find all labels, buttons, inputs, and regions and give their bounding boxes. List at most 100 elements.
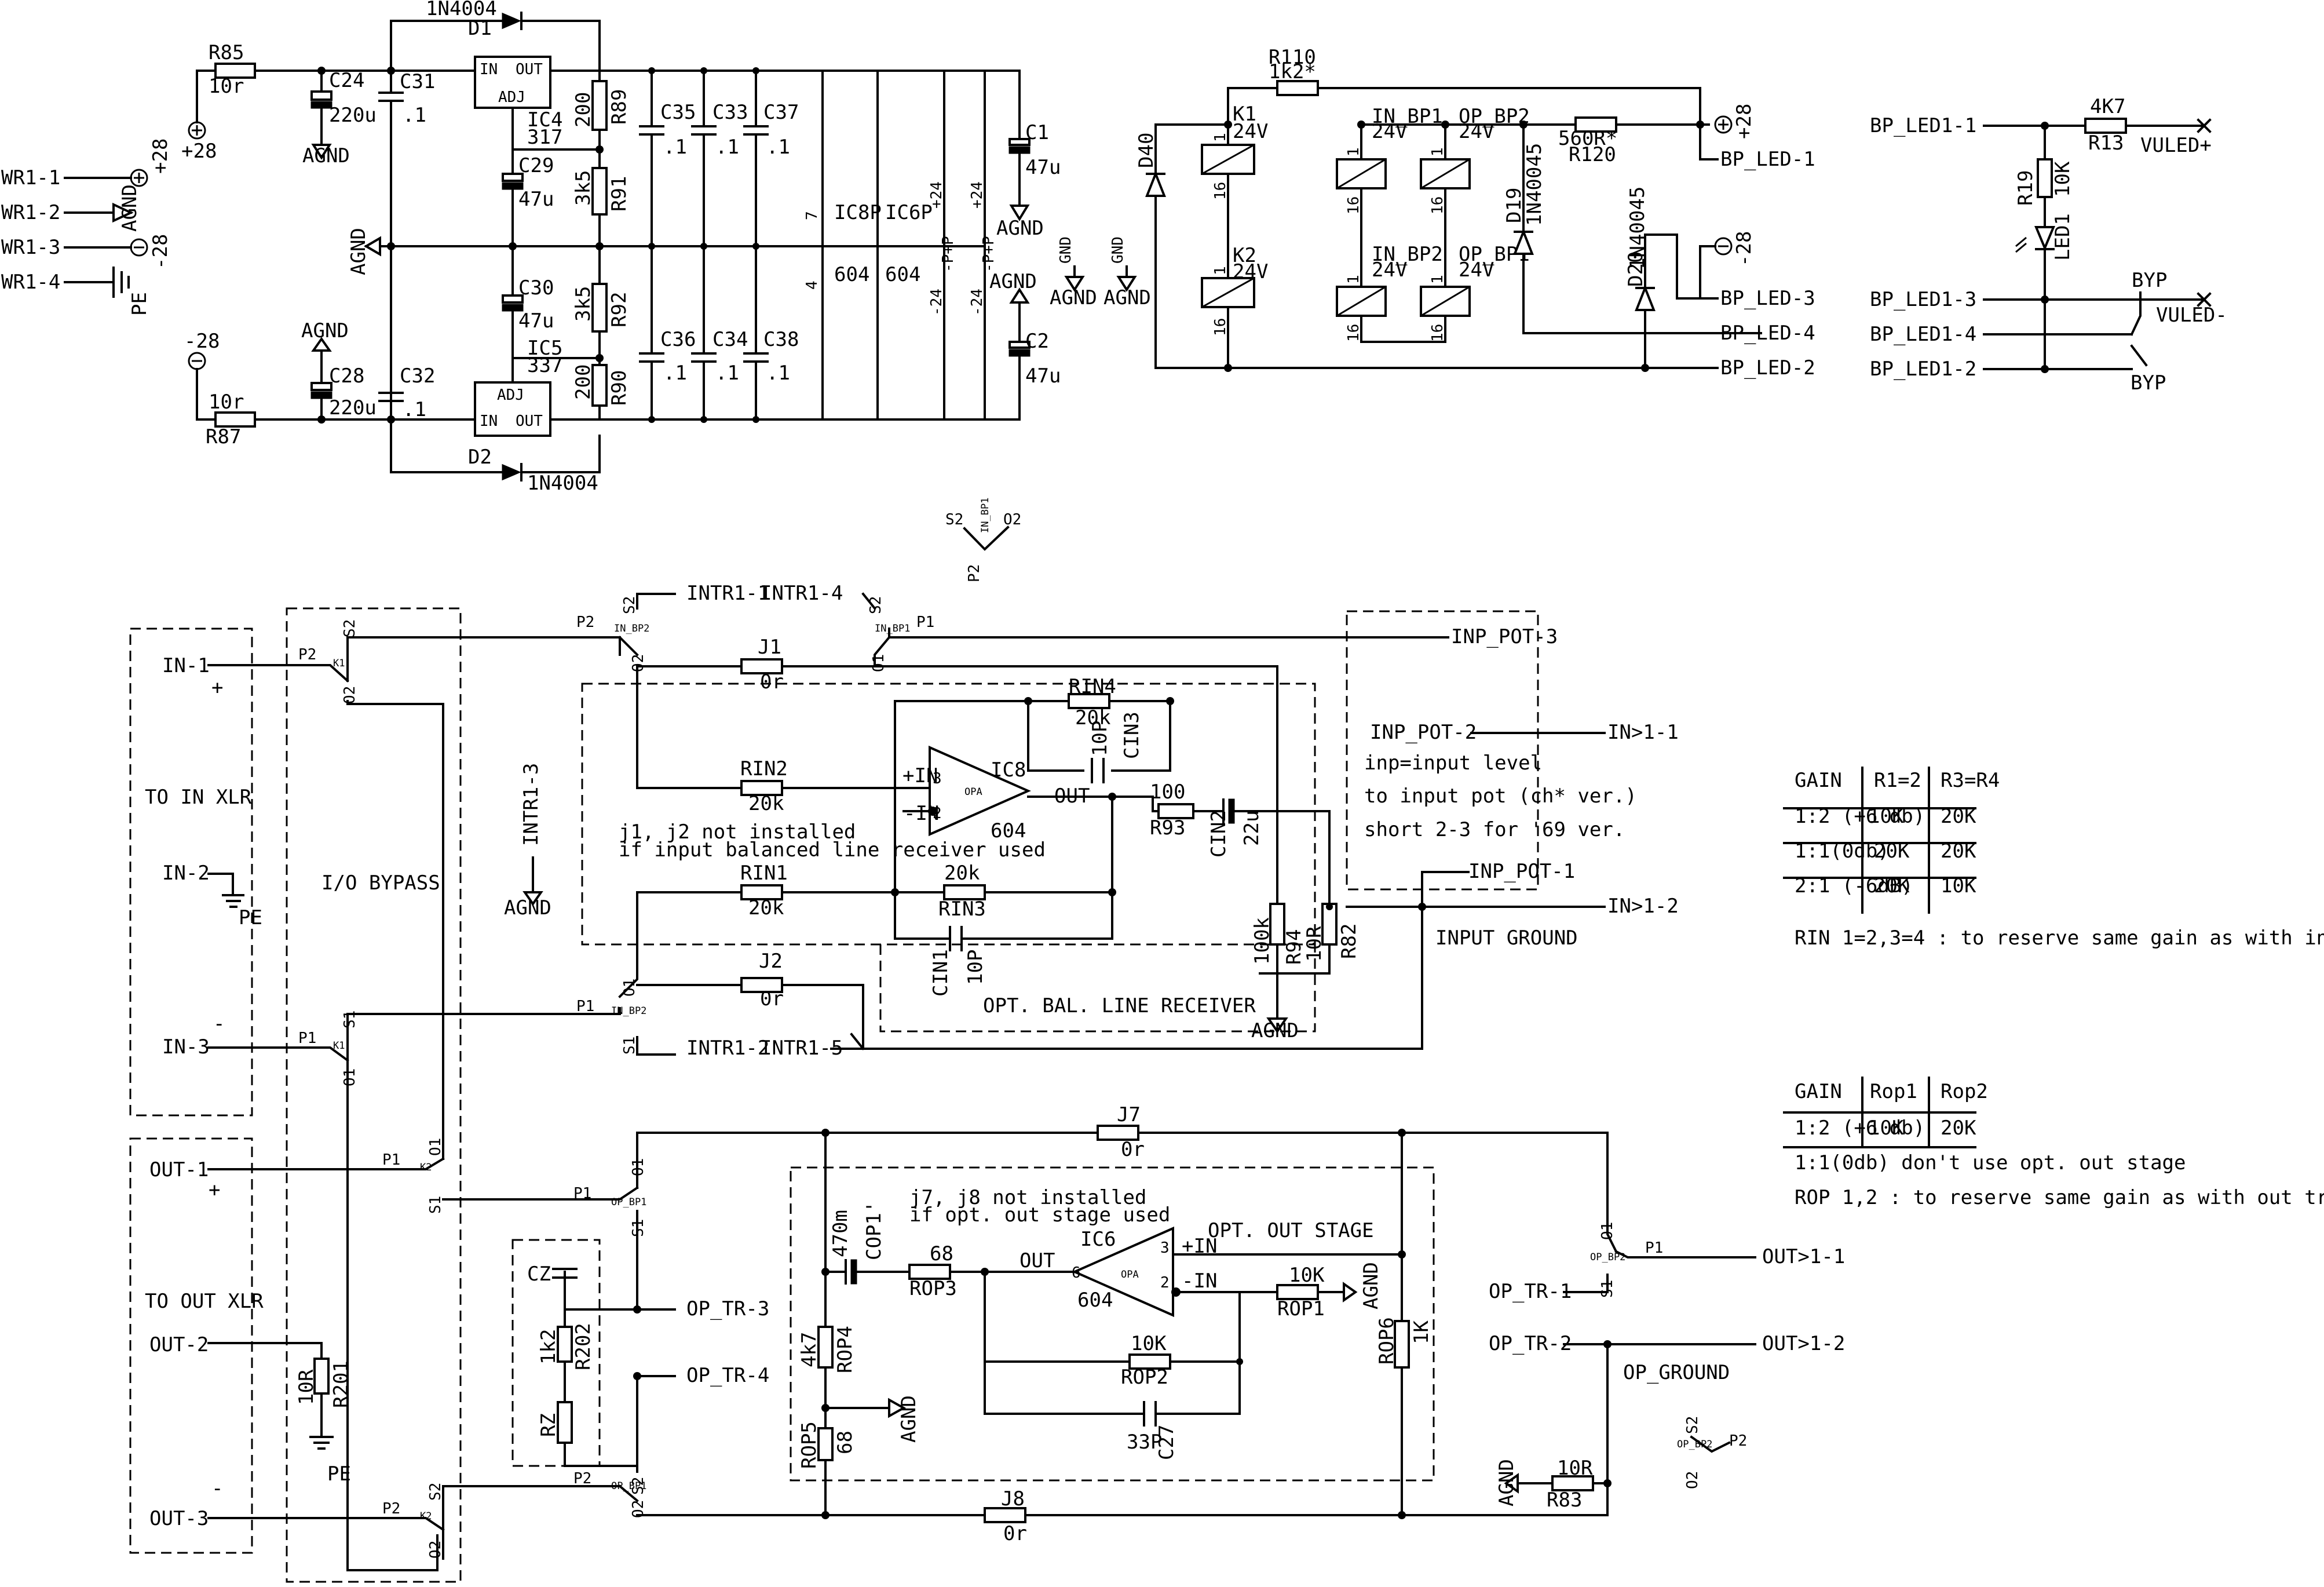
io-section: TO IN XLR TO OUT XLR I/O BYPASS IN-1 IN-… (129, 607, 639, 1583)
svg-text:OPA: OPA (1121, 1269, 1139, 1280)
svg-text:IC6: IC6 (1080, 1228, 1116, 1251)
svg-text:68: 68 (834, 1431, 857, 1454)
svg-text:.1: .1 (715, 136, 739, 159)
svg-text:R93: R93 (1150, 816, 1185, 840)
svg-text:3k5: 3k5 (572, 286, 595, 322)
svg-text:.1: .1 (715, 362, 739, 385)
svg-text:16: 16 (1212, 318, 1229, 336)
svg-text:if input balanced line receive: if input balanced line receiver used (619, 838, 1046, 862)
svg-text:OUT>1-1: OUT>1-1 (1762, 1245, 1845, 1268)
svg-text:S2: S2 (1684, 1416, 1701, 1434)
svg-text:IN_BP2: IN_BP2 (614, 623, 649, 634)
svg-text:ROP6: ROP6 (1375, 1317, 1398, 1365)
svg-text:R202: R202 (572, 1323, 595, 1370)
svg-text:16: 16 (1429, 324, 1446, 342)
svg-text:16: 16 (1345, 324, 1362, 342)
svg-text:O1: O1 (427, 1138, 444, 1156)
svg-text:10R: 10R (295, 1369, 318, 1405)
svg-text:IC8: IC8 (991, 758, 1026, 782)
svg-text:-24: -24 (928, 289, 945, 316)
switch-legend: S2 O2 P2 IN_BP1 (945, 498, 1021, 582)
svg-text:BP_LED-1: BP_LED-1 (1720, 148, 1815, 171)
output-stage: J7 0r P1 OP_BP1 O1 S1 OP_TR-3 OP_TR-4 CZ… (511, 1103, 1845, 1545)
svg-text:1N40045: 1N40045 (1626, 187, 1649, 269)
svg-text:ROP3: ROP3 (909, 1277, 957, 1300)
svg-text:INP_POT-3: INP_POT-3 (1451, 625, 1558, 648)
c24-agnd: AGND (302, 144, 350, 167)
svg-text:C1: C1 (1025, 121, 1049, 144)
bypass-caps: C35 .1 C33 .1 C37 .1 C36 .1 C34 .1 C38 .… (639, 67, 799, 423)
svg-text:GAIN: GAIN (1795, 769, 1842, 792)
svg-text:S2: S2 (945, 511, 963, 528)
svg-text:47u: 47u (1025, 364, 1061, 388)
power-supply-section: WR1-1 WR1-2 WR1-3 WR1-4 +28 AGND -28 PE … (1, 0, 1151, 495)
svg-text:10K: 10K (2051, 161, 2074, 197)
svg-text:ADJ: ADJ (497, 386, 524, 404)
svg-text:ADJ: ADJ (498, 89, 525, 106)
svg-text:K2: K2 (420, 1162, 432, 1173)
svg-text:OUT: OUT (516, 413, 543, 430)
svg-text:OUT: OUT (516, 61, 543, 78)
svg-text:20k: 20k (748, 896, 784, 920)
svg-text:C2: C2 (1025, 330, 1049, 353)
svg-text:S2: S2 (341, 619, 359, 637)
svg-text:J7: J7 (1117, 1103, 1141, 1126)
svg-text:RIN4: RIN4 (1069, 675, 1116, 698)
svg-text:0r: 0r (760, 987, 784, 1010)
svg-text:470m: 470m (829, 1210, 852, 1257)
svg-text:IN-1: IN-1 (162, 654, 210, 677)
wr1-4-label: WR1-4 (1, 271, 60, 294)
svg-text:604: 604 (1077, 1289, 1113, 1312)
wr1-connectors: WR1-1 WR1-2 WR1-3 WR1-4 +28 AGND -28 PE (1, 138, 172, 316)
svg-text:OP_BP1: OP_BP1 (611, 1480, 646, 1492)
svg-text:C38: C38 (763, 328, 799, 351)
svg-text:CZ: CZ (527, 1263, 551, 1286)
svg-text:INTR1-2: INTR1-2 (686, 1037, 769, 1060)
svg-text:C35: C35 (660, 101, 696, 124)
svg-text:3: 3 (933, 770, 942, 787)
svg-text:4: 4 (803, 280, 821, 290)
led-section: BP_LED1-1 BP_LED1-3 BP_LED1-4 BP_LED1-2 … (1870, 95, 2227, 395)
svg-text:2:1 (-6dB): 2:1 (-6dB) (1795, 874, 1913, 898)
svg-text:24V: 24V (1372, 258, 1407, 282)
svg-text:24V: 24V (1233, 260, 1268, 283)
svg-text:PE: PE (239, 906, 262, 929)
svg-text:CIN3: CIN3 (1120, 712, 1143, 759)
svg-text:OP_BP2: OP_BP2 (1677, 1439, 1712, 1450)
svg-text:P2: P2 (382, 1500, 400, 1517)
svg-text:100: 100 (1150, 780, 1185, 804)
svg-text:CIN1: CIN1 (929, 949, 952, 997)
svg-text:BP_LED1-4: BP_LED1-4 (1870, 323, 1976, 346)
svg-text:AGND: AGND (989, 270, 1037, 293)
svg-text:16: 16 (1345, 196, 1362, 214)
svg-text:0r: 0r (1003, 1522, 1027, 1545)
svg-text:R89: R89 (608, 89, 631, 125)
r85-value: 10r (209, 75, 244, 98)
svg-text:560R*: 560R* (1558, 127, 1617, 150)
svg-text:604: 604 (885, 263, 920, 286)
svg-text:10K: 10K (1131, 1332, 1167, 1355)
svg-text:O2: O2 (1684, 1471, 1701, 1489)
svg-text:INTR1-3: INTR1-3 (520, 763, 543, 846)
svg-text:Rop1: Rop1 (1870, 1080, 1917, 1103)
svg-text:IC6P: IC6P (885, 201, 933, 224)
svg-text:1:1(0db) don't use opt. out st: 1:1(0db) don't use opt. out stage (1795, 1151, 2186, 1174)
svg-text:10r: 10r (209, 391, 244, 414)
svg-text:BP_LED1-2: BP_LED1-2 (1870, 357, 1976, 381)
svg-text:20K: 20K (1941, 805, 1976, 828)
svg-text:OP_TR-3: OP_TR-3 (686, 1297, 769, 1320)
svg-text:AGND: AGND (1495, 1459, 1518, 1506)
svg-text:OUT-3: OUT-3 (149, 1507, 209, 1530)
svg-text:1K: 1K (1410, 1320, 1433, 1344)
svg-text:COP1': COP1' (863, 1201, 886, 1260)
svg-text:J2: J2 (759, 950, 783, 973)
svg-text:2: 2 (1160, 1274, 1170, 1292)
svg-text:P1: P1 (576, 998, 594, 1015)
svg-text:INP_POT-1: INP_POT-1 (1468, 860, 1575, 883)
wr1-agnd: AGND (118, 184, 141, 232)
wr1-3-label: WR1-3 (1, 236, 60, 259)
wr1-pe: PE (128, 292, 151, 316)
svg-text:P1: P1 (298, 1030, 316, 1047)
svg-text:GAIN: GAIN (1795, 1080, 1842, 1103)
